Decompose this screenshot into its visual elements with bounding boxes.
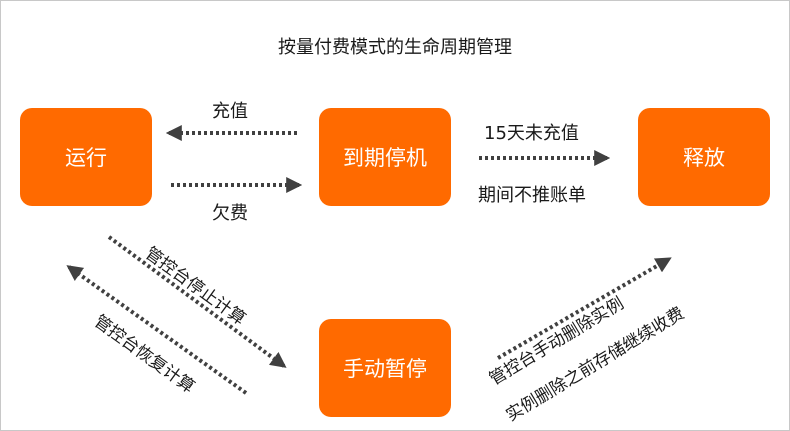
arrow-stop-billing	[107, 235, 287, 368]
node-manual-pause: 手动暂停	[319, 319, 451, 417]
label-days-no-recharge: 15天未充值	[484, 123, 579, 144]
label-recharge: 充值	[212, 101, 248, 122]
arrow-resume-billing	[66, 265, 248, 395]
label-no-bill-period: 期间不推账单	[478, 185, 586, 206]
diagram-title: 按量付费模式的生命周期管理	[278, 37, 512, 58]
node-release: 释放	[638, 108, 770, 206]
node-running: 运行	[20, 108, 152, 206]
node-expired-stop: 到期停机	[319, 108, 451, 206]
label-arrears: 欠费	[212, 203, 248, 224]
arrow-manual-delete	[496, 257, 672, 360]
